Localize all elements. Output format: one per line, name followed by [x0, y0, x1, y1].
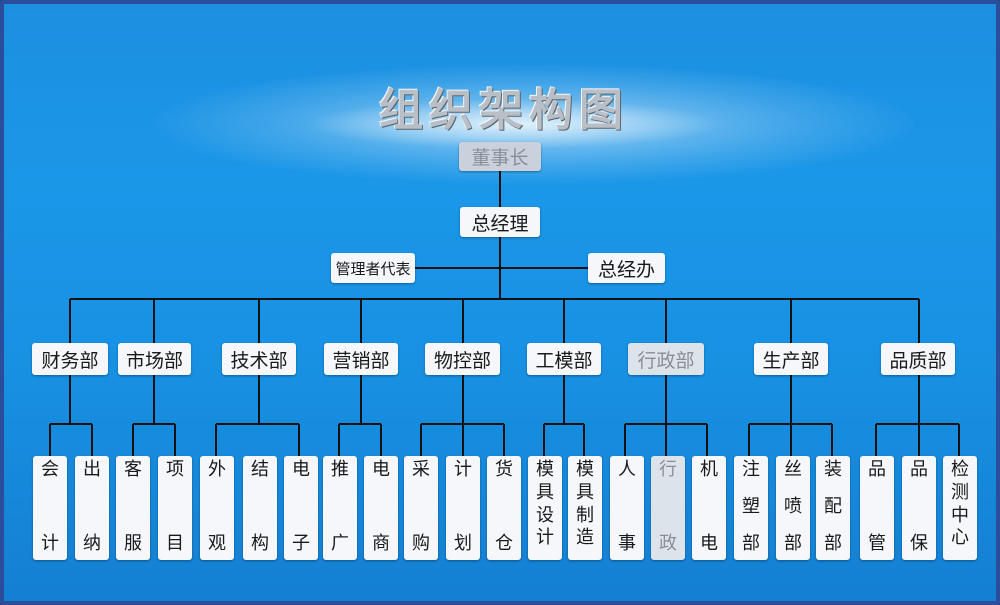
sub-unit-box: 结构 [243, 456, 277, 560]
sub-unit-label: 人事 [618, 459, 636, 555]
sub-unit-label: 外观 [208, 459, 226, 555]
sub-unit-label: 品管 [868, 459, 886, 555]
dept-box: 工模部 [527, 343, 601, 375]
chairman-box: 董事长 [459, 142, 541, 171]
dept-box: 行政部 [628, 343, 704, 375]
sub-unit-label: 项目 [166, 459, 184, 555]
sub-unit-box: 注塑部 [734, 456, 768, 560]
sub-unit-box: 人事 [610, 456, 644, 560]
sub-unit-box: 出纳 [75, 456, 109, 560]
sub-unit-box: 丝喷部 [776, 456, 810, 560]
sub-unit-label: 机电 [700, 459, 718, 555]
sub-unit-label: 注塑部 [742, 459, 760, 555]
dept-box: 品质部 [881, 343, 955, 375]
sub-unit-box: 外观 [200, 456, 234, 560]
sub-unit-label: 电商 [372, 459, 390, 555]
sub-unit-box: 品保 [902, 456, 936, 560]
sub-unit-box: 电子 [284, 456, 318, 560]
sub-unit-label: 计划 [454, 459, 472, 555]
sub-unit-box: 客服 [116, 456, 150, 560]
sub-unit-label: 货仓 [495, 459, 513, 555]
sub-unit-label: 采购 [412, 459, 430, 555]
sub-unit-box: 推广 [323, 456, 357, 560]
sub-unit-label: 出纳 [83, 459, 101, 555]
connector-lines [49, 170, 960, 456]
gm-office-box: 总经办 [588, 253, 665, 283]
dept-box: 市场部 [118, 343, 191, 375]
dept-box: 技术部 [222, 343, 296, 375]
sub-unit-box: 电商 [364, 456, 398, 560]
sub-unit-label: 模具制造 [576, 459, 594, 549]
sub-unit-label: 模具设计 [536, 459, 554, 549]
sub-unit-box: 货仓 [487, 456, 521, 560]
sub-unit-box: 模具设计 [528, 456, 562, 560]
dept-box: 物控部 [425, 343, 500, 375]
sub-unit-box: 机电 [692, 456, 726, 560]
sub-unit-box: 采购 [404, 456, 438, 560]
sub-unit-label: 推广 [331, 459, 349, 555]
sub-unit-label: 客服 [124, 459, 142, 555]
sub-unit-box: 模具制造 [568, 456, 602, 560]
sub-unit-label: 品保 [910, 459, 928, 555]
chart-title: 组织架构图 [379, 85, 629, 136]
sub-unit-label: 结构 [251, 459, 269, 555]
dept-box: 生产部 [754, 343, 828, 375]
sub-unit-box: 计划 [446, 456, 480, 560]
sub-unit-label: 丝喷部 [784, 459, 802, 555]
sub-unit-box: 项目 [158, 456, 192, 560]
sub-unit-label: 会计 [41, 459, 59, 555]
mgmt-rep-box: 管理者代表 [331, 253, 415, 283]
sub-unit-label: 行政 [659, 459, 677, 555]
gm-box: 总经理 [460, 207, 540, 237]
dept-box: 营销部 [324, 343, 398, 375]
dept-box: 财务部 [32, 343, 108, 375]
sub-unit-box: 装配部 [816, 456, 850, 560]
sub-unit-box: 行政 [651, 456, 685, 560]
sub-unit-box: 会计 [33, 456, 67, 560]
sub-unit-box: 检测中心 [943, 456, 977, 560]
sub-unit-box: 品管 [860, 456, 894, 560]
sub-unit-label: 检测中心 [951, 459, 969, 549]
sub-unit-label: 电子 [292, 459, 310, 555]
sub-unit-label: 装配部 [824, 459, 842, 555]
